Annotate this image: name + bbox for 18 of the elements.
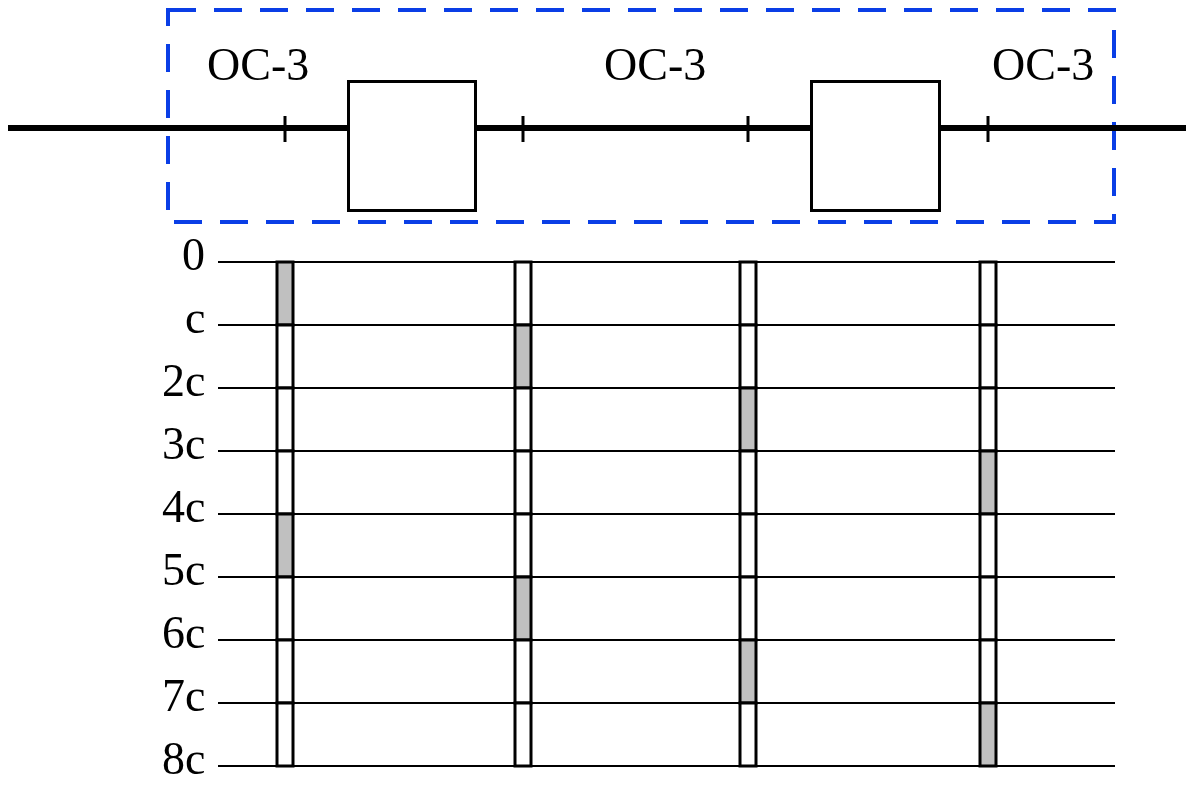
network-element-box [810,80,941,212]
time-label: 3c [162,421,206,467]
network-element-box [347,80,477,212]
time-label: 2c [162,358,206,404]
rate-label: OC-3 [207,42,310,88]
time-label: 7c [162,673,206,719]
time-label: c [185,295,206,341]
time-label: 0 [182,232,205,278]
signal-line [8,125,347,131]
time-label: 6c [162,610,206,656]
signal-line [477,125,810,131]
signal-line [941,125,1186,131]
rate-label: OC-3 [992,42,1095,88]
time-label: 8c [162,736,206,782]
time-label: 5c [162,547,206,593]
time-label: 4c [162,484,206,530]
rate-label: OC-3 [604,42,707,88]
dashed-region [166,8,1116,224]
